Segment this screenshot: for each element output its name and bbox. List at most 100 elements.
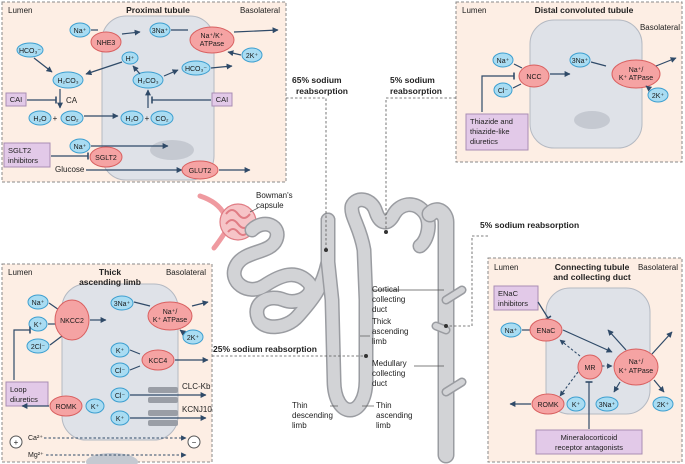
tal-mg-label: Mg²⁺ <box>28 452 44 459</box>
pt-h2o-cell-label: H₂O <box>125 116 139 123</box>
proximal-tubule-panel: Lumen Proximal tubule Basolateral Na⁺ NH… <box>1 1 287 183</box>
dct-drug-2: thiazide-like <box>470 127 510 136</box>
cd-enac-transporter <box>529 318 563 342</box>
collecting-duct-panel: Lumen Connecting tubule and collecting d… <box>487 257 683 463</box>
dct-lumen-label: Lumen <box>462 6 486 15</box>
cd-mra-1: Mineralocorticoid <box>561 433 618 442</box>
tal-k-cell-ion <box>110 342 130 358</box>
cd-basolateral-label: Basolateral <box>638 263 678 272</box>
pt-h2o-cell <box>120 110 144 126</box>
tal-drug-2: diuretics <box>10 395 38 404</box>
pt-plus-lumen: + <box>53 114 58 123</box>
glomerulus <box>197 193 257 251</box>
tal-atpase-label-2: K⁺ ATPase <box>153 317 187 324</box>
pt-h2co3-cell <box>132 71 164 89</box>
cd-mra-drug <box>535 429 643 455</box>
thin-dl-label-1: Thin <box>292 401 308 410</box>
tal-k-label: K⁺ <box>34 322 43 329</box>
tal-cl-clckb-ion <box>110 387 130 403</box>
tal-3na-ion <box>110 295 134 311</box>
thin-al-label-3: limb <box>376 421 391 430</box>
cd-k-label: K⁺ <box>572 402 581 409</box>
tal-title-2: ascending limb <box>79 277 141 287</box>
tal-2k-ion <box>182 329 204 345</box>
cd-reabsorption-label: 5% sodium reabsorption <box>480 220 579 230</box>
nephron-illustration <box>197 97 488 464</box>
pt-hco3-cell-ion <box>181 60 211 76</box>
pt-basolateral-label: Basolateral <box>240 6 280 15</box>
dct-3na-label: 3Na⁺ <box>572 58 589 65</box>
thin-dl-label-3: limb <box>292 421 307 430</box>
dct-atpase-label-2: K⁺ ATPase <box>619 75 653 82</box>
cd-lumen-label: Lumen <box>494 263 518 272</box>
tal-kcnj10-label: KCNJ10 <box>182 405 212 414</box>
cd-2k-label: 2K⁺ <box>657 402 670 409</box>
pt-h2o-lumen-label: H₂O <box>33 116 47 123</box>
tal-atpase-label-1: Na⁺/ <box>163 309 178 316</box>
cd-romk-label: ROMK <box>538 402 559 409</box>
pt-sglt2-inhibitors-1: SGLT2 <box>8 146 31 155</box>
pt-nucleus <box>150 140 194 160</box>
medullary-cd-label-2: collecting <box>372 369 405 378</box>
pt-h2co3-cell-label: H₂CO₃ <box>137 78 158 85</box>
tal-cl-cell-label: Cl⁻ <box>115 368 126 375</box>
tal-minus-label: − <box>192 438 197 447</box>
pt-sglt2-inhibitors-2: inhibitors <box>8 156 38 165</box>
thick-al-label-2: ascending <box>372 327 408 336</box>
dct-cl-ion <box>493 82 513 98</box>
pt-h2co3-lumen <box>52 71 84 89</box>
tal-k-cell-label: K⁺ <box>116 348 125 355</box>
pt-3na-label: 3Na⁺ <box>152 28 169 35</box>
pt-cai-right-label: CAI <box>216 95 229 104</box>
tal-kcc4-label: KCC4 <box>149 358 168 365</box>
thick-al-label-1: Thick <box>372 317 392 326</box>
tal-basolateral-label: Basolateral <box>166 268 206 277</box>
dct-nucleus <box>574 111 610 129</box>
tal-k-romk-label: K⁺ <box>91 404 100 411</box>
pt-hco3-lumen-label: HCO₃⁻ <box>19 48 41 55</box>
dct-reabsorption-1: 5% sodium <box>390 75 435 85</box>
dct-na-k-atpase <box>611 59 661 89</box>
pt-co2-lumen <box>60 110 84 126</box>
cd-atpase-label-1: Na⁺/ <box>629 359 644 366</box>
cd-enac-label: ENaC <box>537 328 556 335</box>
cd-atpase-label-2: K⁺ ATPase <box>619 368 653 375</box>
tal-k-romk-ion <box>85 398 105 414</box>
tal-clckb-label: CLC-Kb <box>182 382 211 391</box>
thick-ascending-limb-panel: Lumen Thick ascending limb Basolateral N… <box>1 263 213 464</box>
tal-minus-symbol <box>187 435 201 449</box>
pt-hco3-cell-label: HCO₃⁻ <box>185 66 207 73</box>
dct-ncc-label: NCC <box>526 74 541 81</box>
cortical-cd-label-2: collecting <box>372 295 405 304</box>
dct-atpase-label-1: Na⁺/ <box>629 67 644 74</box>
pt-lumen-label: Lumen <box>8 6 32 15</box>
tal-2cl-ion <box>26 338 50 354</box>
pct-reabsorption-1: 65% sodium <box>292 75 342 85</box>
tal-romk-label: ROMK <box>56 404 77 411</box>
cd-na-ion <box>500 322 522 338</box>
pt-sglt2-inhibitors-drug <box>3 142 51 168</box>
pt-co2-cell <box>150 110 174 126</box>
dct-drug-3: diuretics <box>470 137 498 146</box>
cortical-cd-label-3: duct <box>372 305 388 314</box>
pt-plus-cell: + <box>145 114 150 123</box>
pt-hco3-lumen-ion <box>16 42 44 58</box>
tal-3na-label: 3Na⁺ <box>114 301 131 308</box>
tal-na-ion <box>27 294 49 310</box>
pt-atpase-label-2: ATPase <box>200 41 224 48</box>
pt-cai-left-drug <box>5 92 27 107</box>
dct-2k-label: 2K⁺ <box>652 93 665 100</box>
pt-ca-label: CA <box>66 96 78 105</box>
dct-cl-label: Cl⁻ <box>498 88 509 95</box>
cd-title-2: and collecting duct <box>553 272 631 282</box>
pt-sglt2-label: SGLT2 <box>95 155 117 162</box>
cortical-cd-label-1: Cortical <box>372 285 399 294</box>
tal-k-kcnj-label: K⁺ <box>116 416 125 423</box>
pt-atpase-label-1: Na⁺/K⁺ <box>201 33 224 40</box>
tal-kcc4-transporter <box>141 349 175 371</box>
cd-2k-ion <box>652 396 674 412</box>
pt-2k-ion <box>241 47 263 63</box>
cd-mra-2: receptor antagonists <box>555 443 623 452</box>
dct-reabsorption-2: reabsorption <box>390 86 442 96</box>
dct-title: Distal convoluted tubule <box>535 5 634 15</box>
